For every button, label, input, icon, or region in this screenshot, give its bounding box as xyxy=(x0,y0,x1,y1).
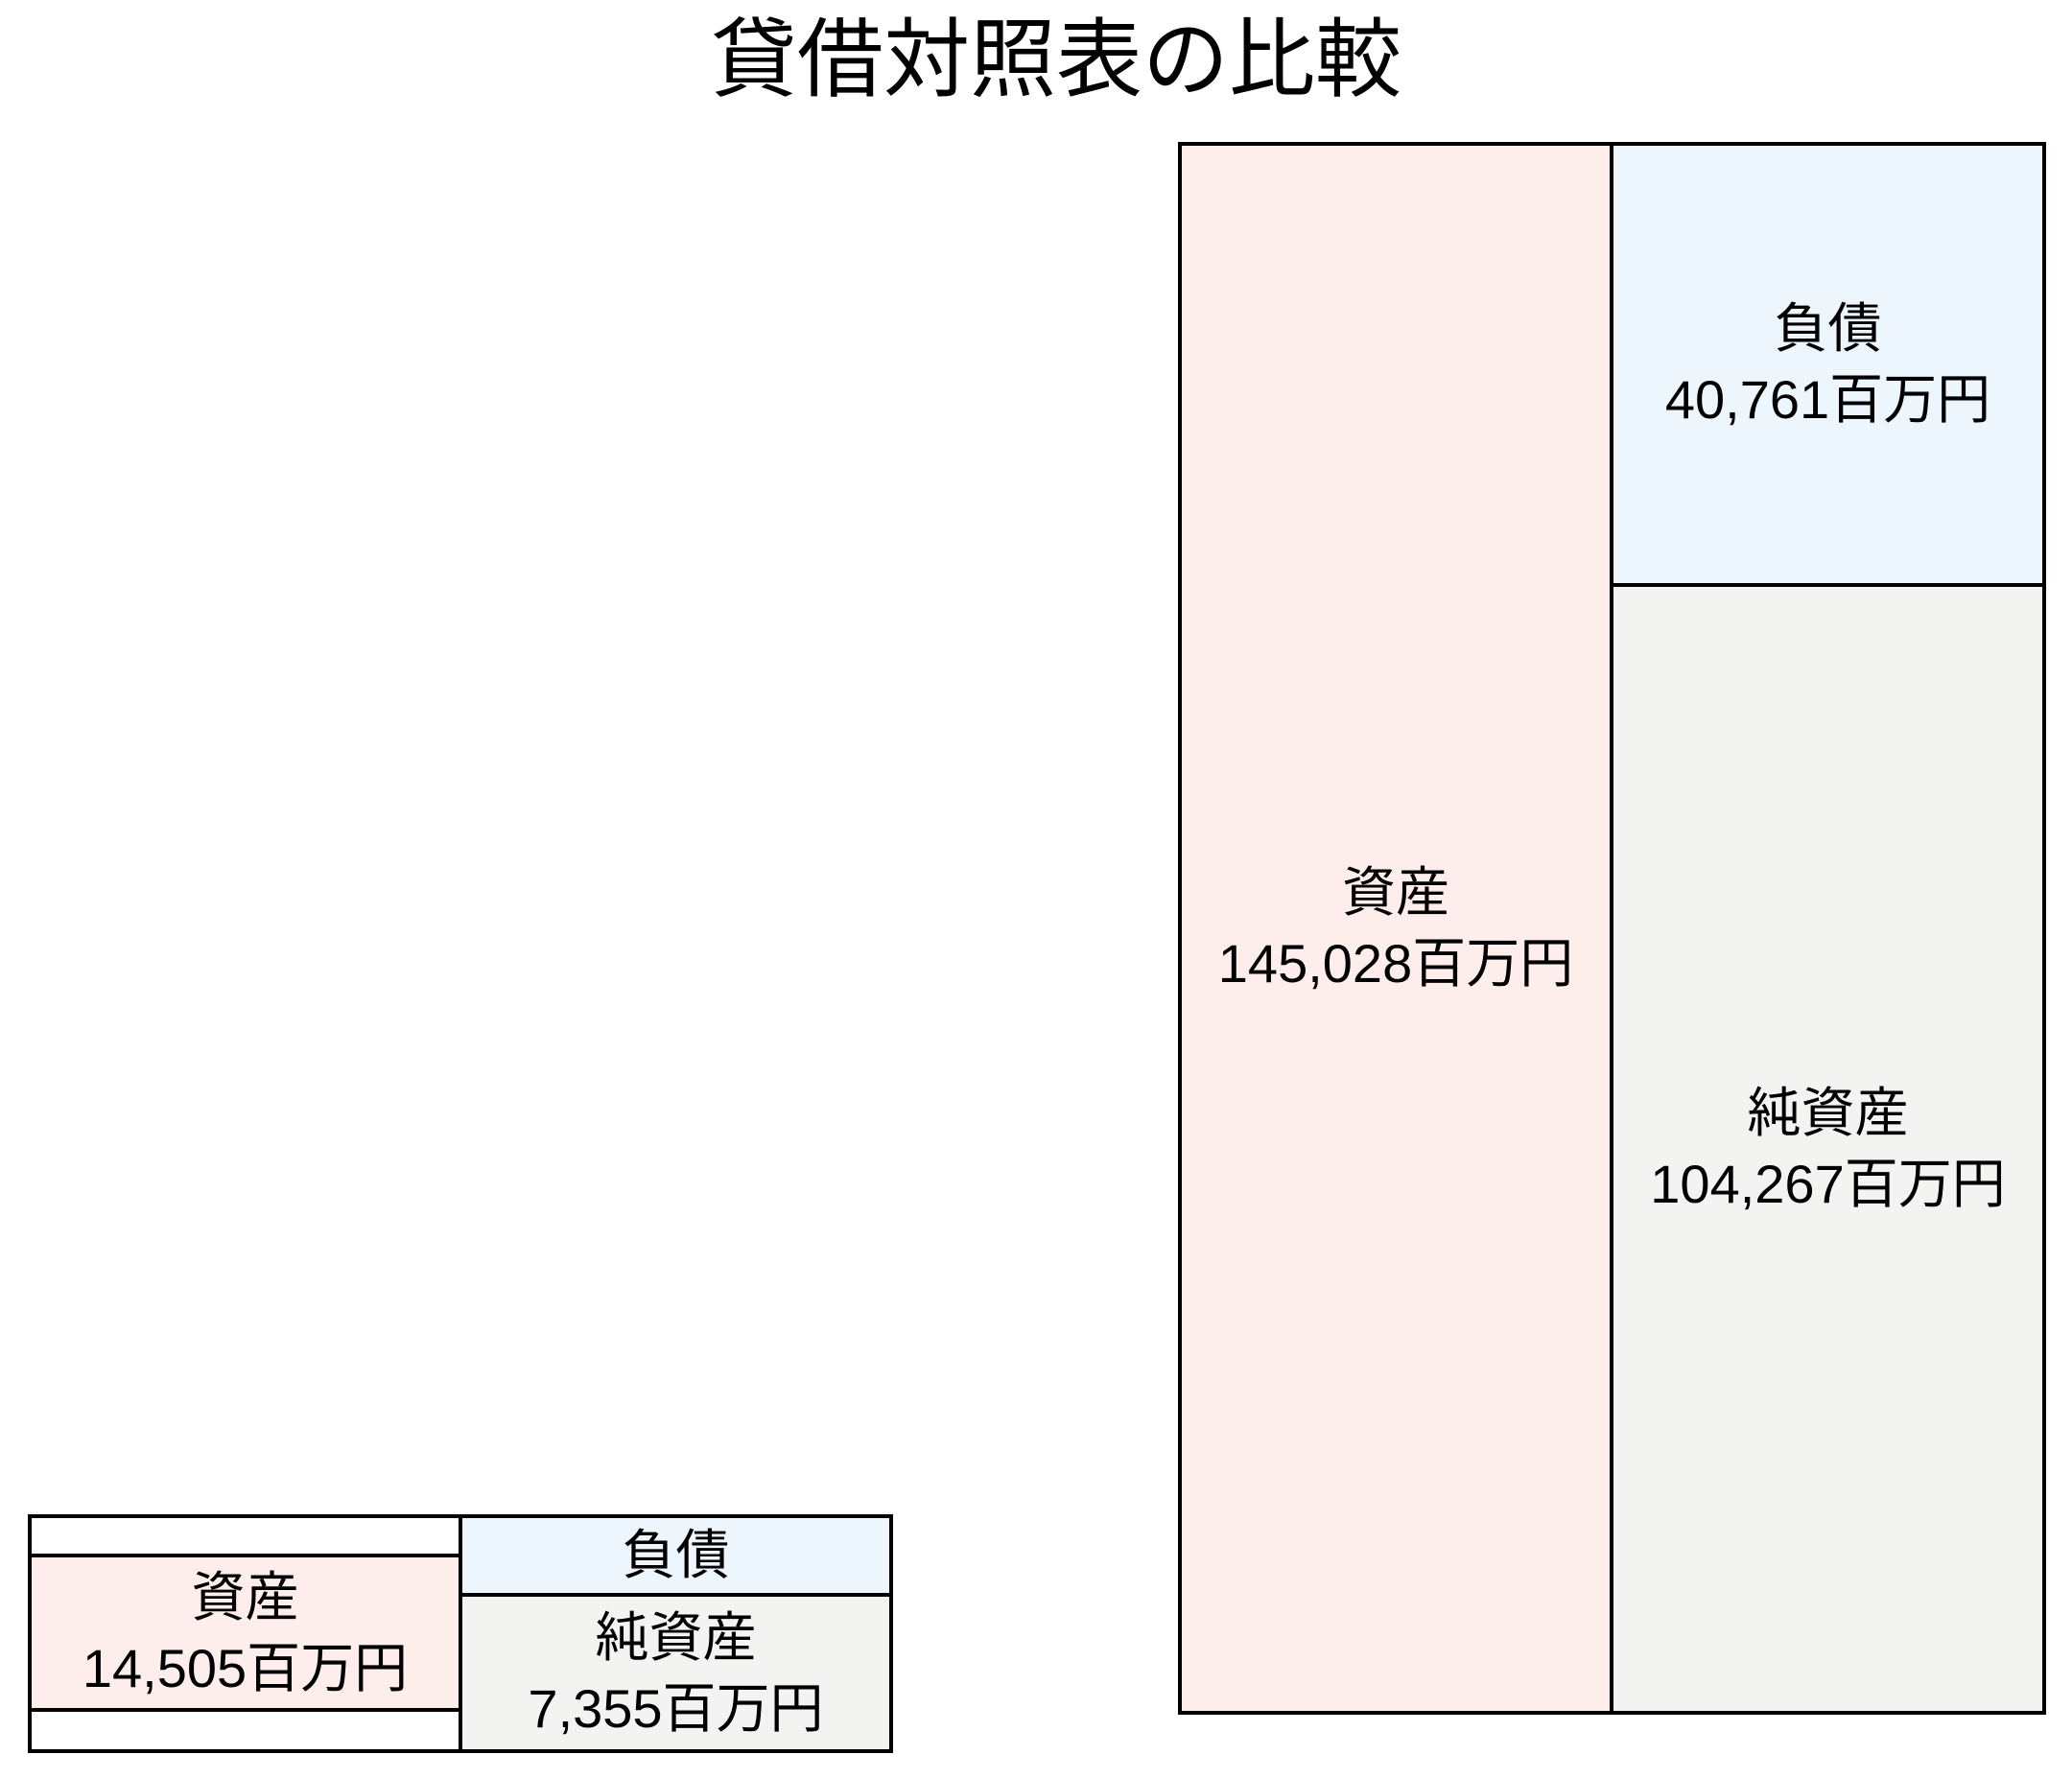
segment-value: 104,267百万円 xyxy=(1650,1154,2006,1214)
small-sheet-asset-box: 資産 14,505百万円 xyxy=(28,1554,462,1712)
segment-value: 40,761百万円 xyxy=(1664,369,1991,430)
small-sheet-asset-label-block: 資産 14,505百万円 xyxy=(82,1562,408,1704)
large-sheet-liability-label-block: 負債 40,761百万円 xyxy=(1665,293,1990,435)
segment-label: 純資産 xyxy=(595,1606,757,1668)
segment-label: 資産 xyxy=(1342,862,1449,924)
large-sheet-asset-label-block: 資産 145,028百万円 xyxy=(1218,857,1573,999)
large-sheet-net-asset-box: 純資産 104,267百万円 xyxy=(1610,583,2046,1715)
segment-value: 7,355百万円 xyxy=(528,1677,824,1739)
small-sheet-liability-box: 負債 xyxy=(459,1514,893,1597)
segment-label: 負債 xyxy=(1774,298,1882,360)
large-sheet-asset-box: 資産 145,028百万円 xyxy=(1178,142,1613,1715)
small-sheet-net-asset-label-block: 純資産 7,355百万円 xyxy=(528,1603,823,1744)
small-sheet-net-asset-box: 純資産 7,355百万円 xyxy=(459,1593,893,1753)
segment-value: 14,505百万円 xyxy=(82,1637,409,1698)
segment-label: 資産 xyxy=(191,1566,299,1627)
segment-value: 145,028百万円 xyxy=(1217,933,1574,994)
small-sheet-liability-label-block: 負債 xyxy=(623,1520,730,1591)
chart-title: 貸借対照表の比較 xyxy=(711,12,1401,108)
segment-label: 純資産 xyxy=(1747,1083,1909,1144)
large-sheet-liability-box: 負債 40,761百万円 xyxy=(1610,142,2046,587)
segment-label: 負債 xyxy=(622,1525,730,1586)
large-sheet-net-asset-label-block: 純資産 104,267百万円 xyxy=(1650,1078,2005,1220)
